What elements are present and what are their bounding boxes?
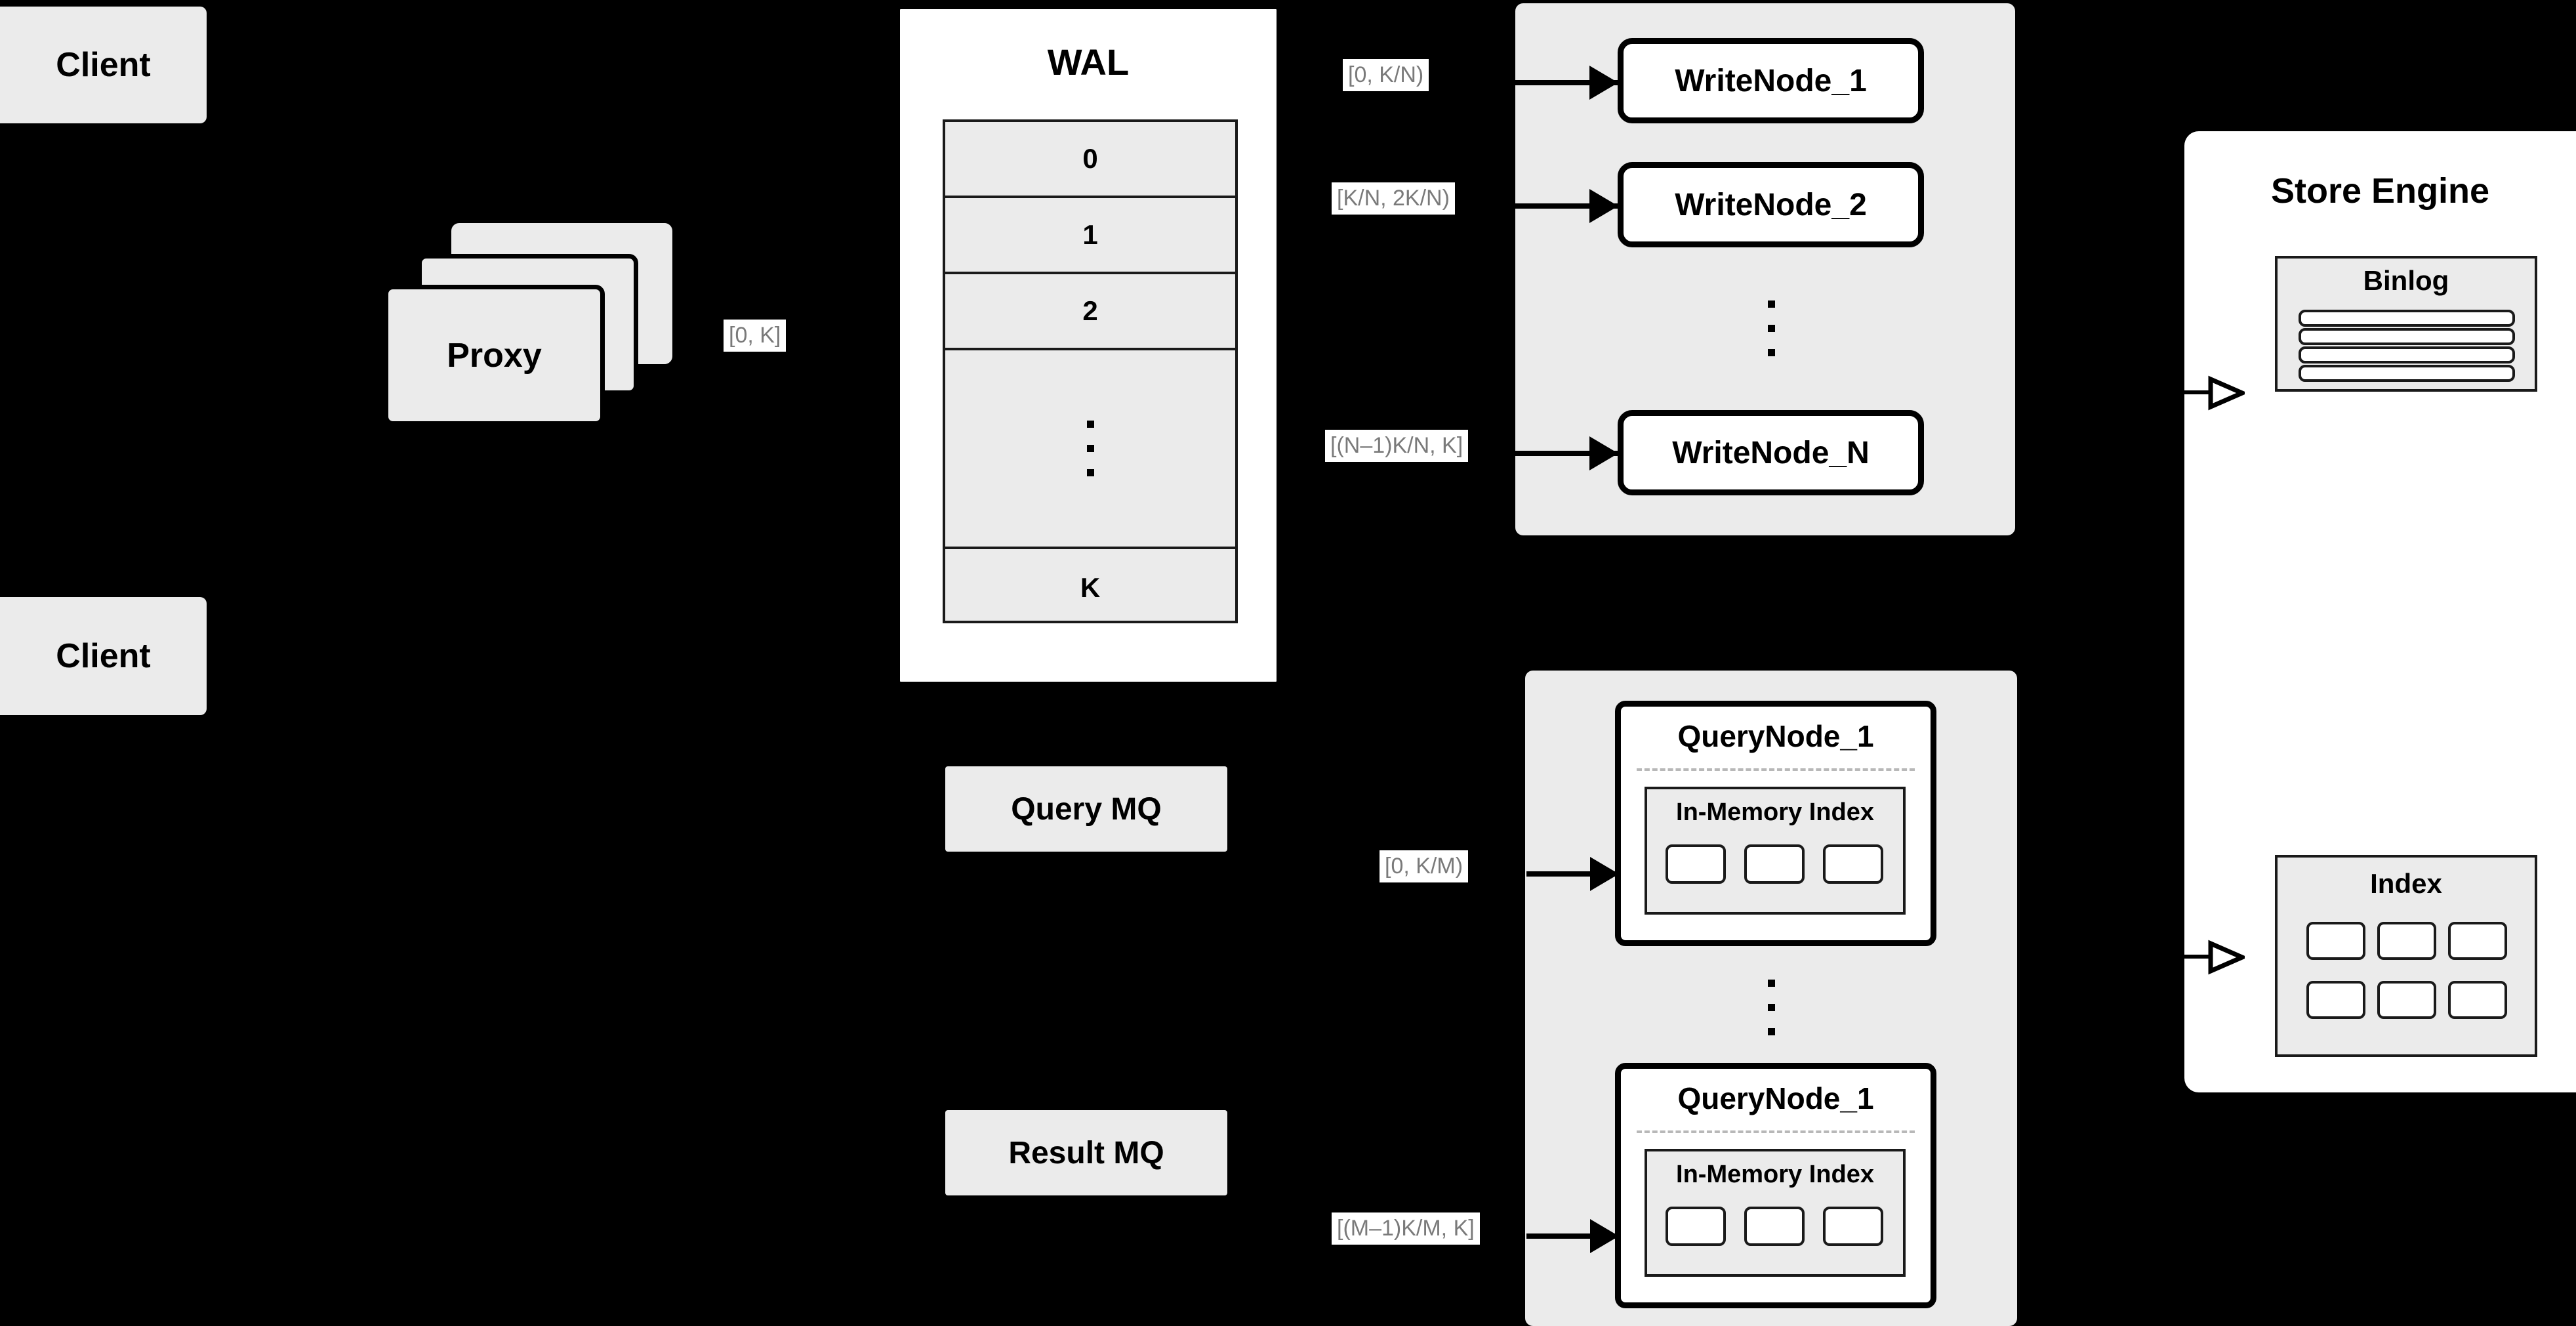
in-memory-index-title-m: In-Memory Index [1676,1161,1874,1188]
index-segment-cell[interactable] [1666,844,1726,884]
write-node-label-n: WriteNode_N [1672,435,1870,470]
query-node-1[interactable]: QueryNode_1 In-Memory Index [1615,701,1936,946]
edge-label-writenode-n: [(N–1)K/N, K] [1325,430,1469,463]
arrow-head-writenode-n [1589,436,1618,470]
edge-label-writenode-1: [0, K/N) [1343,59,1429,92]
binlog-row[interactable] [2299,365,2515,382]
client-box-1[interactable]: Client [0,7,207,123]
write-node-2[interactable]: WriteNode_2 [1618,162,1924,247]
proxy-box[interactable]: Proxy [384,285,605,426]
index-title: Index [2370,868,2442,899]
in-memory-index-title-1: In-Memory Index [1676,798,1874,826]
arrow-line-to-index [2183,955,2216,959]
write-node-ellipsis [1751,276,1791,381]
index-cell[interactable] [2306,922,2365,960]
write-node-label-2: WriteNode_2 [1675,187,1867,222]
binlog-row[interactable] [2299,310,2515,327]
wal-row[interactable]: 1 [945,198,1235,274]
arrow-head-writenode-1 [1589,66,1618,100]
ellipsis-dot [1767,300,1775,308]
ellipsis-dot [1767,348,1775,356]
write-node-1[interactable]: WriteNode_1 [1618,38,1924,123]
wal-row-ellipsis [945,350,1235,549]
index-segment-cell[interactable] [1823,1207,1883,1246]
query-node-m[interactable]: QueryNode_1 In-Memory Index [1615,1063,1936,1308]
arrow-head-writenode-2 [1589,189,1618,223]
client-label-2: Client [56,637,151,675]
in-memory-index-panel-m: In-Memory Index [1645,1149,1906,1277]
result-mq-box[interactable]: Result MQ [945,1110,1227,1195]
binlog-row[interactable] [2299,346,2515,363]
index-segment-cell[interactable] [1744,844,1805,884]
ellipsis-dot [1086,469,1094,476]
index-cell[interactable] [2377,922,2436,960]
write-node-n[interactable]: WriteNode_N [1618,410,1924,495]
query-mq-box[interactable]: Query MQ [945,766,1227,852]
index-segment-cell[interactable] [1666,1207,1726,1246]
wal-row[interactable]: 0 [945,122,1235,198]
arrow-line-writenode-n [1507,451,1618,456]
result-mq-label: Result MQ [1008,1135,1164,1171]
edge-label-querynode-1: [0, K/M) [1380,850,1469,883]
ellipsis-dot [1086,445,1094,452]
index-cell[interactable] [2448,922,2507,960]
binlog-title: Binlog [2363,265,2449,296]
edge-label-proxy-to-wal: [0, K] [724,320,787,352]
ellipsis-dot [1767,324,1775,332]
query-node-label-1: QueryNode_1 [1677,719,1874,753]
query-node-divider-m [1637,1130,1915,1133]
proxy-label: Proxy [447,336,542,375]
edge-label-writenode-2: [K/N, 2K/N) [1332,182,1455,215]
write-node-label-1: WriteNode_1 [1675,63,1867,98]
query-node-label-m: QueryNode_1 [1677,1081,1874,1115]
index-cell[interactable] [2306,981,2365,1019]
arrow-line-querynode-m [1526,1233,1618,1239]
ellipsis-dot [1086,421,1094,428]
arrow-line-querynode-1 [1526,871,1618,877]
arrow-head-querynode-m [1590,1219,1619,1253]
index-segment-cell[interactable] [1744,1207,1805,1246]
arrow-head-open-binlog [2208,375,2245,411]
wal-row-list: 0 1 2 K [943,119,1238,623]
query-mq-label: Query MQ [1011,791,1162,827]
index-cell[interactable] [2448,981,2507,1019]
store-engine-title: Store Engine [2270,171,2490,211]
index-segment-cell[interactable] [1823,844,1883,884]
arrow-head-open-index [2208,940,2245,975]
binlog-panel: Binlog [2275,256,2537,392]
edge-label-querynode-m: [(M–1)K/M, K] [1332,1212,1480,1245]
arrow-line-writenode-2 [1507,203,1618,209]
ellipsis-dot [1767,1027,1775,1035]
client-box-2[interactable]: Client [0,597,207,715]
wal-row[interactable]: 2 [945,274,1235,350]
index-cell[interactable] [2377,981,2436,1019]
wal-row[interactable]: K [1080,571,1101,603]
arrow-head-querynode-1 [1590,857,1619,891]
binlog-row[interactable] [2299,328,2515,345]
ellipsis-dot [1767,979,1775,987]
ellipsis-dot [1767,1003,1775,1011]
arrow-line-to-binlog [2183,390,2216,394]
wal-title: WAL [1047,41,1130,83]
client-label-1: Client [56,46,151,84]
query-node-divider-1 [1637,768,1915,771]
in-memory-index-panel-1: In-Memory Index [1645,787,1906,915]
arrow-line-writenode-1 [1507,80,1618,85]
index-panel: Index [2275,855,2537,1057]
query-node-ellipsis [1751,951,1791,1063]
